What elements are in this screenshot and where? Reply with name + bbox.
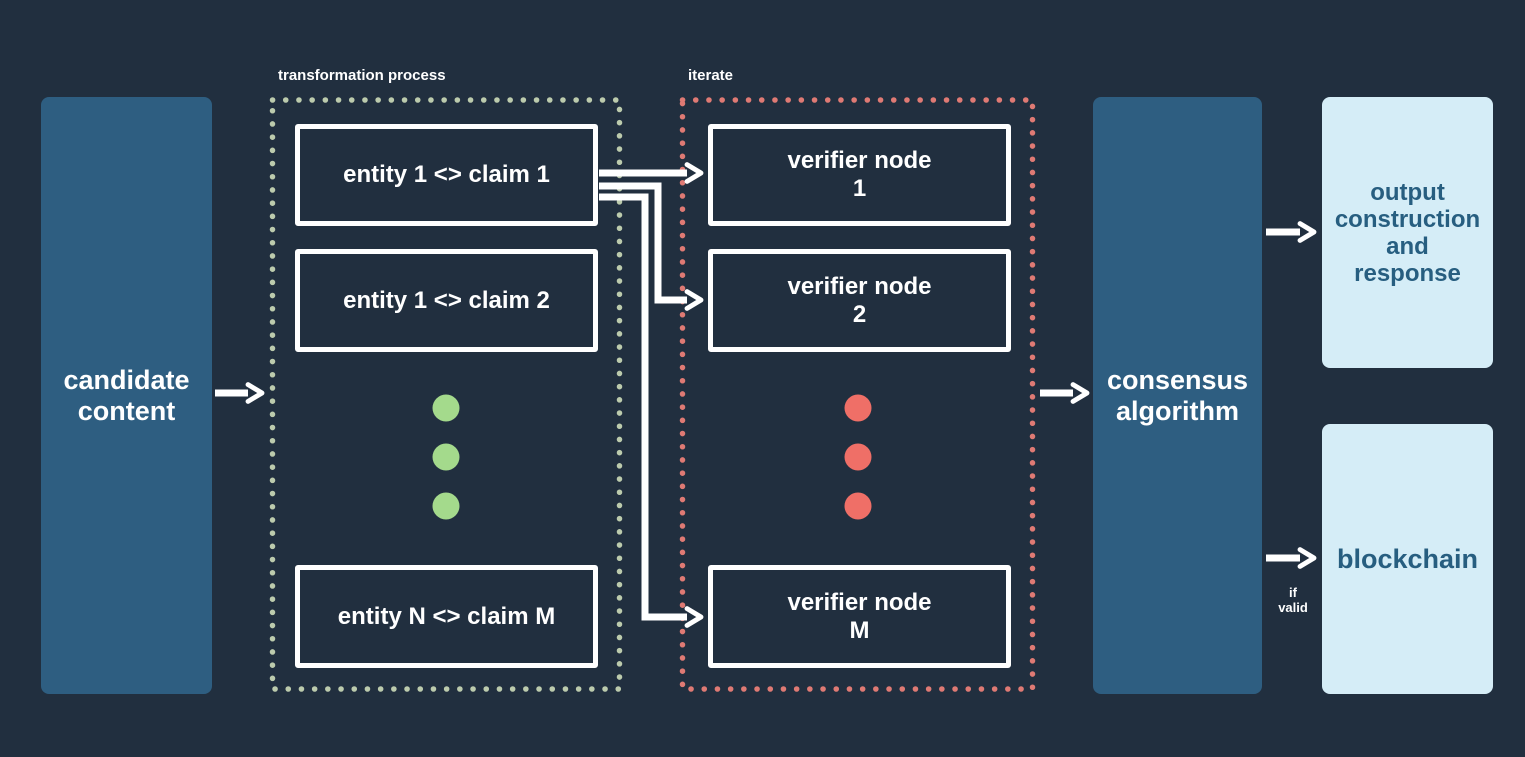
- entity-claim-box-m: entity N <> claim M: [295, 565, 598, 668]
- blockchain-box: blockchain: [1322, 424, 1493, 694]
- red-ellipsis-dots: [844, 394, 872, 520]
- blockchain-label: blockchain: [1336, 544, 1479, 574]
- verifier-node-label-m: verifier node M: [787, 588, 932, 644]
- verifier-node-box-2: verifier node 2: [708, 249, 1011, 352]
- verifier-node-label-2: verifier node 2: [787, 272, 932, 328]
- red-dot-icon: [844, 492, 872, 520]
- verifier-node-box-1: verifier node 1: [708, 124, 1011, 226]
- consensus-algorithm-label: consensus algorithm: [1106, 364, 1249, 426]
- entity-claim-label-m: entity N <> claim M: [337, 602, 556, 630]
- entity-claim-box-2: entity 1 <> claim 2: [295, 249, 598, 352]
- if-valid-label: if valid: [1278, 585, 1308, 615]
- candidate-content-label: candidate content: [63, 364, 190, 426]
- transformation-process-label: transformation process: [278, 67, 446, 84]
- green-ellipsis-dots: [432, 394, 460, 520]
- verifier-node-box-m: verifier node M: [708, 565, 1011, 668]
- entity-claim-label-1: entity 1 <> claim 1: [343, 161, 550, 188]
- green-dot-icon: [432, 394, 460, 422]
- consensus-algorithm-box: consensus algorithm: [1093, 97, 1262, 694]
- candidate-content-box: candidate content: [41, 97, 212, 694]
- entity-claim-label-2: entity 1 <> claim 2: [343, 286, 550, 314]
- red-dot-icon: [844, 443, 872, 471]
- entity-claim-box-1: entity 1 <> claim 1: [295, 124, 598, 226]
- green-dot-icon: [432, 443, 460, 471]
- output-construction-label: output construction and response: [1334, 178, 1481, 287]
- arrow-claims-to-verifier-m: [599, 193, 704, 628]
- verifier-node-label-1: verifier node 1: [787, 147, 932, 202]
- output-construction-box: output construction and response: [1322, 97, 1493, 368]
- iterate-label: iterate: [688, 67, 734, 84]
- red-dot-icon: [844, 394, 872, 422]
- green-dot-icon: [432, 492, 460, 520]
- arrow-claims-to-verifier-2: [599, 182, 704, 311]
